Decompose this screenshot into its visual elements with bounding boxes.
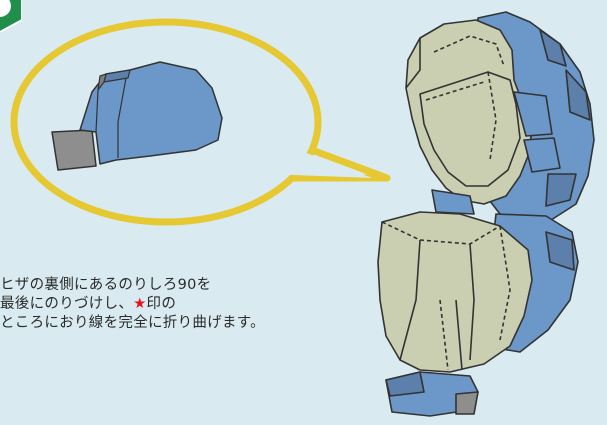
knee-blue-block xyxy=(513,91,553,137)
shin-armor xyxy=(377,211,533,373)
step-badge xyxy=(0,0,22,32)
star-mark-icon: ★ xyxy=(133,296,147,312)
instruction-line-2-start: 最後にのりづけし、 xyxy=(0,296,134,312)
instruction-line-1: ヒザの裏側にあるのりしろ90を xyxy=(0,277,212,293)
glue-tab-90 xyxy=(51,129,97,171)
instruction-line-2-end: 印の xyxy=(146,296,177,312)
instruction-text: ヒザの裏側にあるのりしろ90を 最後にのりづけし、★印の ところにおり線を完全に… xyxy=(0,276,340,333)
instruction-line-3: ところにおり線を完全に折り曲げます。 xyxy=(0,315,265,331)
instruction-line-2: 最後にのりづけし、★印の xyxy=(0,295,340,314)
